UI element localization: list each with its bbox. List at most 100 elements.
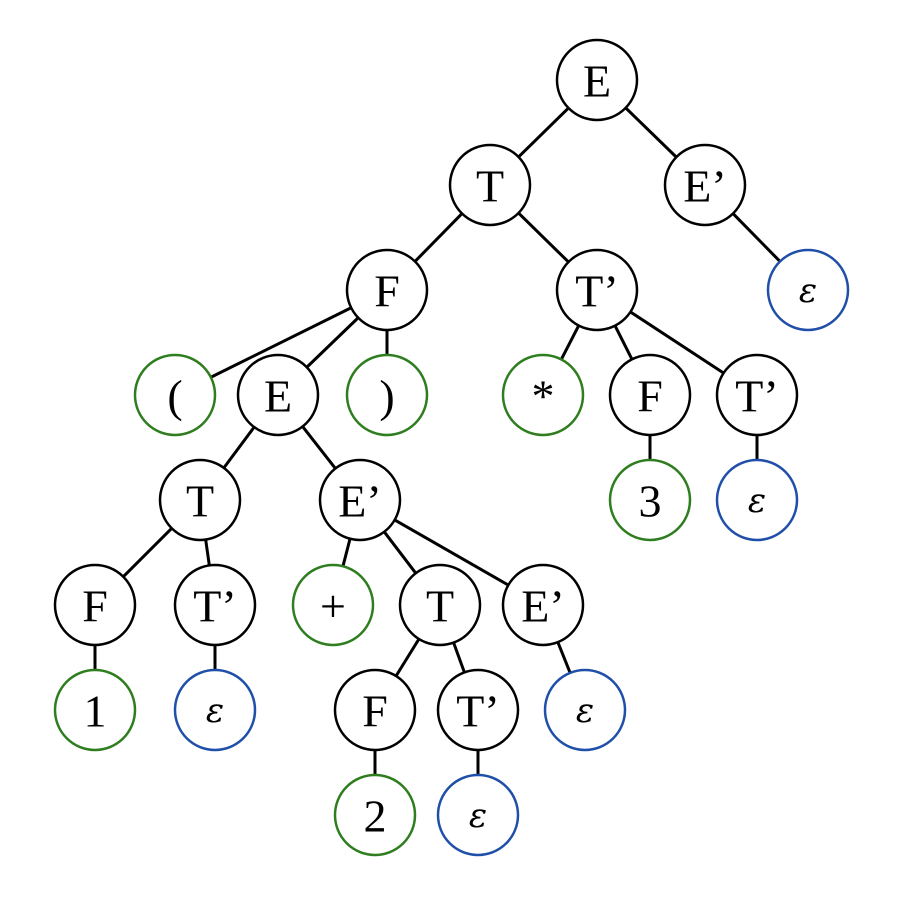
node-label: E’ <box>521 581 564 632</box>
tree-edge <box>731 212 782 263</box>
node-circle <box>715 353 799 437</box>
tree-node-nonterminal: F <box>333 668 417 752</box>
node-label: E <box>264 371 292 422</box>
tree-edge <box>305 316 360 369</box>
tree-edge <box>341 538 352 567</box>
tree-edge <box>452 642 466 673</box>
tree-node-nonterminal: T <box>158 458 242 542</box>
tree-node-nonterminal: E’ <box>501 563 585 647</box>
tree-node-epsilon: ε <box>715 458 799 542</box>
node-circle <box>333 668 417 752</box>
node-label: T <box>426 581 454 632</box>
tree-edge <box>556 641 572 674</box>
node-circle <box>543 668 627 752</box>
node-circle <box>448 143 532 227</box>
node-circle <box>608 458 692 542</box>
node-circle <box>345 353 429 437</box>
tree-node-terminal: 3 <box>608 458 692 542</box>
node-label: T’ <box>575 266 618 317</box>
node-circle <box>715 458 799 542</box>
node-label: T’ <box>735 371 778 422</box>
node-label: 3 <box>639 476 662 527</box>
tree-node-nonterminal: T’ <box>436 668 520 752</box>
node-circle <box>53 668 137 752</box>
tree-node-nonterminal: T’ <box>555 248 639 332</box>
node-label: + <box>320 581 346 632</box>
node-label: T <box>186 476 214 527</box>
node-circle <box>608 353 692 437</box>
node-circle <box>501 563 585 647</box>
node-label: ε <box>206 691 224 731</box>
node-label: F <box>374 266 400 317</box>
node-circle <box>291 563 375 647</box>
tree-node-terminal: ( <box>133 353 217 437</box>
tree-edge <box>394 638 421 677</box>
node-circle <box>333 773 417 857</box>
tree-edge <box>122 527 173 578</box>
node-circle <box>173 563 257 647</box>
tree-node-nonterminal: F <box>608 353 692 437</box>
node-circle <box>766 248 850 332</box>
tree-edge <box>559 324 581 361</box>
node-circle <box>158 458 242 542</box>
node-circle <box>436 668 520 752</box>
tree-node-terminal: * <box>501 353 585 437</box>
tree-node-epsilon: ε <box>436 773 520 857</box>
node-label: ε <box>469 796 487 836</box>
node-label: E’ <box>683 161 726 212</box>
node-label: ε <box>799 271 817 311</box>
node-label: 2 <box>364 791 387 842</box>
node-circle <box>318 458 402 542</box>
tree-node-terminal: 1 <box>53 668 137 752</box>
tree-node-nonterminal: E <box>236 353 320 437</box>
tree-edge <box>383 530 417 575</box>
node-label: ) <box>379 371 394 422</box>
tree-node-nonterminal: E <box>555 38 639 122</box>
node-label: T’ <box>193 581 236 632</box>
tree-edge <box>413 212 464 263</box>
tree-edge <box>210 306 352 379</box>
tree-node-nonterminal: E’ <box>318 458 402 542</box>
tree-node-terminal: ) <box>345 353 429 437</box>
node-label: T’ <box>456 686 499 737</box>
tree-edge <box>517 106 570 159</box>
node-circle <box>436 773 520 857</box>
node-label: 1 <box>84 686 107 737</box>
node-circle <box>555 38 639 122</box>
node-label: E <box>583 56 611 107</box>
node-circle <box>663 143 747 227</box>
node-circle <box>53 563 137 647</box>
tree-node-nonterminal: T’ <box>173 563 257 647</box>
tree-edge <box>624 106 678 159</box>
node-circle <box>555 248 639 332</box>
node-label: * <box>532 371 555 422</box>
node-label: T <box>476 161 504 212</box>
node-label: E’ <box>338 476 381 527</box>
tree-edge <box>629 310 725 375</box>
tree-edge <box>222 426 256 469</box>
node-label: ( <box>167 371 182 422</box>
node-circle <box>236 353 320 437</box>
tree-node-nonterminal: F <box>53 563 137 647</box>
tree-node-nonterminal: T <box>448 143 532 227</box>
tree-edges <box>93 106 782 775</box>
tree-edge <box>393 518 510 587</box>
node-label: F <box>362 686 388 737</box>
tree-edge <box>517 211 570 264</box>
tree-node-nonterminal: T <box>398 563 482 647</box>
tree-node-terminal: 2 <box>333 773 417 857</box>
tree-node-epsilon: ε <box>173 668 257 752</box>
node-label: F <box>82 581 108 632</box>
node-circle <box>173 668 257 752</box>
tree-edge <box>204 539 211 566</box>
tree-node-nonterminal: F <box>345 248 429 332</box>
node-circle <box>345 248 429 332</box>
node-label: F <box>637 371 663 422</box>
tree-node-nonterminal: T’ <box>715 353 799 437</box>
tree-node-nonterminal: E’ <box>663 143 747 227</box>
tree-node-terminal: + <box>291 563 375 647</box>
tree-edge <box>613 325 634 360</box>
tree-node-epsilon: ε <box>766 248 850 332</box>
tree-edge <box>301 425 337 470</box>
